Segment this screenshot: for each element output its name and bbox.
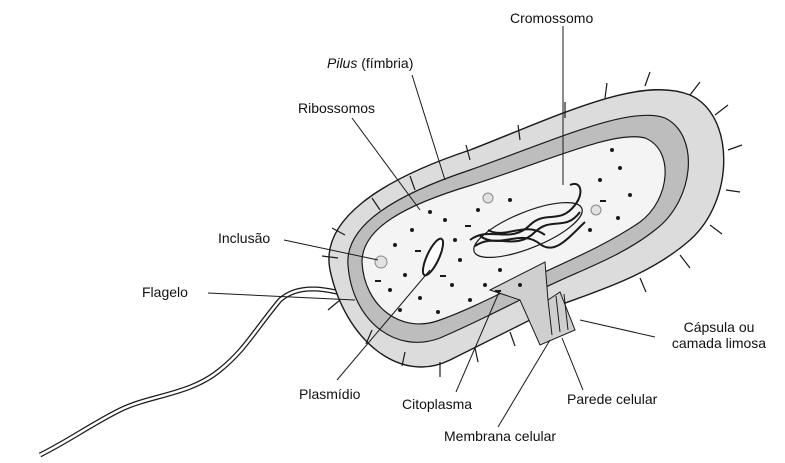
label-pilus-rest: (fímbria) [357, 55, 413, 71]
label-capsula: Cápsula ou camada limosa [660, 319, 778, 351]
label-citoplasma: Citoplasma [402, 396, 472, 412]
label-ribossomos: Ribossomos [298, 100, 375, 116]
flagellum [40, 289, 352, 455]
label-parede: Parede celular [567, 391, 657, 407]
label-flagelo: Flagelo [142, 284, 188, 300]
label-capsula-line2: camada limosa [660, 335, 778, 351]
label-membrana: Membrana celular [444, 428, 556, 444]
inclusion-2 [483, 193, 493, 203]
label-capsula-line1: Cápsula ou [660, 319, 778, 335]
label-inclusao: Inclusão [218, 230, 270, 246]
label-plasmidio: Plasmídio [299, 386, 360, 402]
inclusion-3 [591, 205, 601, 215]
inclusion [375, 256, 387, 268]
label-cromossomo: Cromossomo [510, 10, 593, 26]
label-pilus: Pilus (fímbria) [327, 55, 413, 71]
label-pilus-italic: Pilus [327, 55, 357, 71]
